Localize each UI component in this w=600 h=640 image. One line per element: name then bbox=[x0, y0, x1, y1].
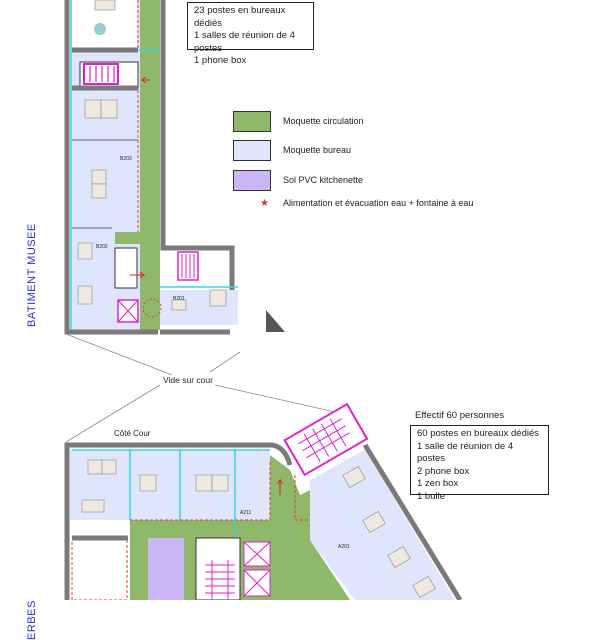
legend-label: Sol PVC kitchenette bbox=[283, 175, 364, 185]
courtyard-side-label: Côté Cour bbox=[114, 429, 151, 438]
star-icon: ★ bbox=[260, 198, 269, 209]
top-building-plan: B201 B203 B202 bbox=[64, 0, 285, 335]
bottom-summary-box: 60 postes en bureaux dédiés 1 salle de r… bbox=[410, 425, 549, 502]
walls bbox=[64, 0, 235, 335]
room-code: A201 bbox=[338, 544, 350, 550]
legend-swatch bbox=[233, 170, 271, 191]
summary-line: 60 postes en bureaux dédiés bbox=[417, 428, 540, 439]
walls bbox=[64, 442, 463, 600]
courtyard-label: Vide sur cour bbox=[163, 375, 213, 385]
top-summary-box: 23 postes en bureaux dédiés 1 salles de … bbox=[187, 2, 314, 66]
summary-line: 1 salle de réunion de 4 postes bbox=[417, 440, 514, 465]
kitchenette bbox=[148, 538, 184, 566]
glass-partitions bbox=[72, 449, 270, 535]
stairs-icon bbox=[283, 402, 369, 477]
glass-partitions bbox=[70, 0, 238, 330]
office-b201 bbox=[160, 290, 238, 325]
desks bbox=[77, 0, 227, 311]
headcount-label: Effectif 60 personnes bbox=[415, 410, 505, 421]
legend-swatch bbox=[233, 140, 271, 161]
courtyard-lines bbox=[65, 333, 336, 443]
arrow-icon bbox=[276, 478, 284, 495]
legend-label: Moquette circulation bbox=[283, 116, 364, 126]
room-code: B202 bbox=[96, 244, 108, 250]
summary-line: 23 postes en bureaux dédiés bbox=[194, 5, 286, 29]
summary-line: 2 phone box bbox=[417, 465, 470, 477]
legend-label: Moquette bureau bbox=[283, 145, 352, 155]
legend-swatch bbox=[233, 111, 271, 132]
legend-label: Alimentation et évacuation eau + fontain… bbox=[283, 198, 474, 208]
meeting-table bbox=[94, 23, 106, 35]
summary-line: 1 bulle bbox=[417, 490, 445, 502]
building-label-bottom: ERBES bbox=[26, 600, 38, 640]
room-code: B201 bbox=[173, 296, 185, 302]
room-code: B203 bbox=[120, 156, 132, 162]
floor-plan: B201 B203 B202 Vide sur cour Côté Cour bbox=[64, 0, 463, 600]
room-code: A211 bbox=[240, 510, 252, 516]
desks bbox=[81, 459, 436, 598]
north-arrow-icon bbox=[266, 310, 285, 332]
arrow-icon bbox=[130, 271, 146, 279]
building-label-musee: BATIMENT MUSEE bbox=[26, 223, 38, 327]
summary-line: 1 phone box bbox=[194, 55, 247, 66]
summary-line: 1 salles de réunion de 4 postes bbox=[194, 30, 295, 54]
bottom-building-plan: A201 A211 bbox=[64, 402, 463, 600]
summary-line: 1 zen box bbox=[417, 478, 459, 489]
stairs-icon bbox=[83, 63, 119, 85]
